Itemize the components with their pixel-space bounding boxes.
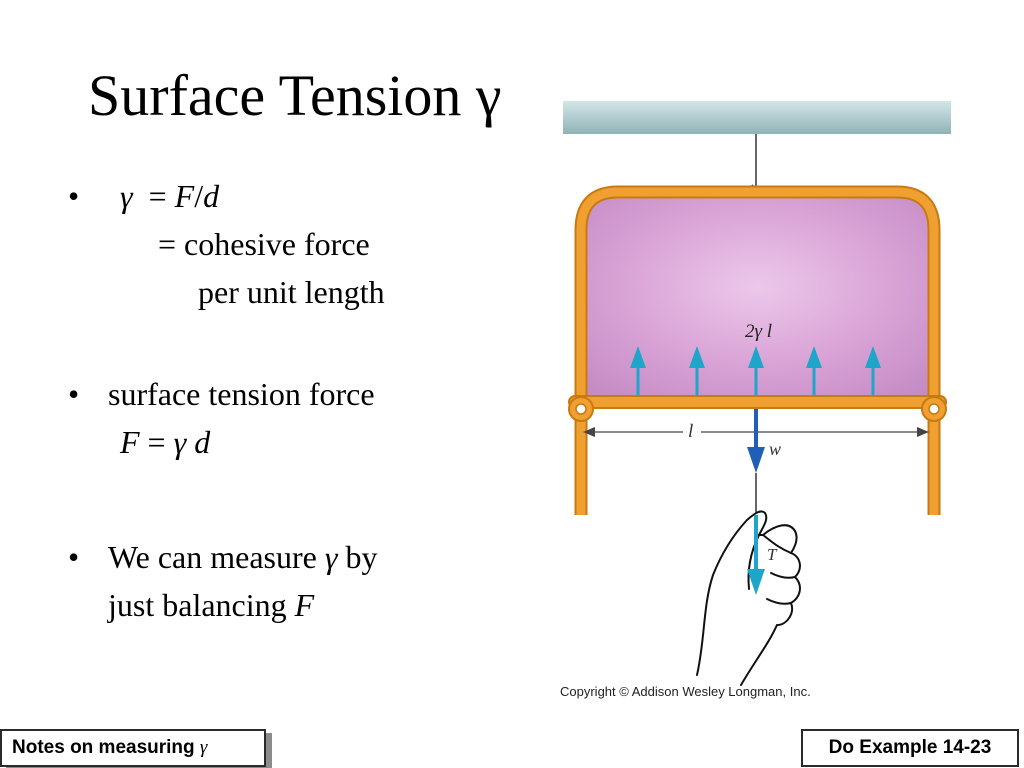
force-label: 2γ l xyxy=(745,321,772,342)
surface-tension-arrows xyxy=(630,346,881,395)
length-symbol: d xyxy=(203,178,220,214)
equals-sign: = xyxy=(148,178,175,214)
balancing-line: just balancing F xyxy=(108,581,314,629)
do-example-button[interactable]: Do Example 14-23 xyxy=(801,729,1019,767)
slide-title: Surface Tension γ xyxy=(88,63,502,128)
wire-frame xyxy=(576,187,939,515)
force-symbol: F xyxy=(174,178,195,214)
gamma-definition-line: γ = F/d xyxy=(120,172,219,220)
copyright-notice: Copyright © Addison Wesley Longman, Inc. xyxy=(560,684,811,699)
bullet-marker: • xyxy=(68,539,80,575)
arrow-up-icon xyxy=(630,346,646,395)
arrow-up-icon xyxy=(865,346,881,395)
ceiling-support xyxy=(563,101,951,134)
bullet-marker: • xyxy=(68,376,80,412)
bullet-measure: • We can measure γ by just balancing F xyxy=(68,533,468,633)
force-symbol: F xyxy=(294,587,315,623)
measure-text: We can measure xyxy=(108,539,325,575)
weight-label: w xyxy=(769,439,781,459)
notes-on-measuring-button[interactable]: Notes on measuring γ xyxy=(0,729,266,767)
equals-sign: = xyxy=(139,424,174,460)
surface-tension-force-label: surface tension force xyxy=(108,376,375,412)
soap-film xyxy=(583,195,932,399)
arrow-up-icon xyxy=(806,346,822,395)
measure-line: We can measure γ by xyxy=(108,533,377,581)
bullet-surface-tension-force: • surface tension force F = γ d xyxy=(68,370,468,470)
gamma-symbol: γ xyxy=(173,424,187,460)
gamma-symbol: γ xyxy=(324,539,338,575)
gamma-symbol: γ xyxy=(199,737,208,758)
arrow-up-icon xyxy=(689,346,705,395)
balancing-text: just balancing xyxy=(108,587,295,623)
tension-label: T xyxy=(767,545,778,564)
bullet-definition: • γ = F/d = cohesive force per unit leng… xyxy=(68,172,468,322)
surface-tension-diagram: 2γ l l w T xyxy=(563,101,951,686)
force-equation: F = γ d xyxy=(120,418,210,466)
by-text: by xyxy=(337,539,378,575)
hand-icon xyxy=(696,510,801,686)
per-unit-length-line: per unit length xyxy=(198,274,385,310)
weight-arrow xyxy=(747,409,765,473)
force-symbol: F xyxy=(120,424,140,460)
bullet-marker: • xyxy=(68,178,80,214)
gamma-symbol: γ xyxy=(120,178,133,214)
notes-label: Notes on measuring xyxy=(12,737,200,758)
cohesive-force-line: = cohesive force xyxy=(158,226,370,262)
tension-arrow xyxy=(747,515,765,595)
slash: / xyxy=(194,178,204,214)
length-label: l xyxy=(688,421,693,442)
length-symbol: d xyxy=(186,424,211,460)
movable-wire xyxy=(568,395,947,409)
arrow-up-icon xyxy=(748,346,764,395)
